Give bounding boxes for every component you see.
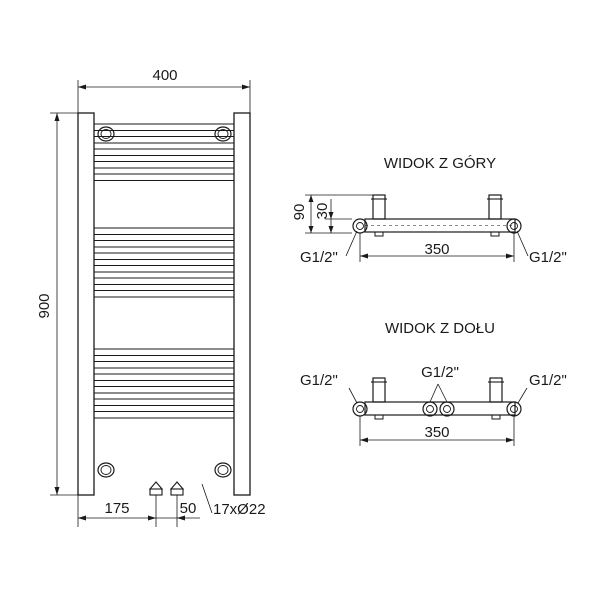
dimension-height: 900 bbox=[36, 112, 78, 496]
bottom-view-left-thread: G1/2" bbox=[300, 372, 358, 404]
bottom-view-center-thread: G1/2" bbox=[421, 364, 459, 403]
top-left-thread-label: G1/2" bbox=[300, 249, 338, 266]
bottom-view: WIDOK Z DOŁU bbox=[300, 320, 567, 446]
bottom-spacing-label: 350 bbox=[424, 424, 449, 441]
top-view-left-thread: G1/2" bbox=[300, 230, 358, 266]
top-depth-total-label: 90 bbox=[291, 204, 308, 221]
bottom-right-bracket bbox=[214, 462, 232, 478]
top-view-left-mount bbox=[371, 194, 387, 237]
top-view-right-port bbox=[506, 218, 522, 234]
top-depth-pipe-label: 30 bbox=[314, 203, 331, 220]
valve-spacing-label: 50 bbox=[180, 500, 197, 517]
top-right-bracket bbox=[214, 126, 232, 142]
top-right-thread-label: G1/2" bbox=[529, 249, 567, 266]
top-view-depth-dimensions: 90 30 bbox=[291, 194, 373, 234]
top-view-right-thread: G1/2" bbox=[516, 230, 567, 266]
tube bbox=[93, 136, 235, 144]
bottom-view-spacing-dimension: 350 bbox=[359, 416, 515, 446]
tube bbox=[93, 290, 235, 298]
right-collector bbox=[233, 112, 251, 496]
bottom-view-left-mount bbox=[371, 377, 387, 420]
top-view-spacing-dimension: 350 bbox=[359, 233, 515, 262]
bottom-right-thread-label: G1/2" bbox=[529, 372, 567, 389]
tube bbox=[93, 265, 235, 273]
tube bbox=[93, 240, 235, 248]
tube bbox=[93, 398, 235, 406]
tube bbox=[93, 373, 235, 381]
bottom-view-bar bbox=[364, 401, 516, 416]
tube bbox=[93, 361, 235, 369]
horizontal-tubes bbox=[93, 123, 235, 419]
top-spacing-label: 350 bbox=[424, 241, 449, 258]
bottom-view-right-thread: G1/2" bbox=[517, 372, 567, 404]
bottom-left-thread-label: G1/2" bbox=[300, 372, 338, 389]
tube bbox=[93, 148, 235, 156]
tube bbox=[93, 173, 235, 181]
bottom-view-supply-port-right bbox=[439, 401, 455, 417]
front-view: 400 900 175 50 17xØ22 bbox=[36, 67, 266, 527]
right-valve bbox=[169, 481, 185, 496]
bottom-view-supply-port-left bbox=[422, 401, 438, 417]
tube bbox=[93, 227, 235, 235]
tube bbox=[93, 277, 235, 285]
tube bbox=[93, 386, 235, 394]
dimension-width: 400 bbox=[77, 67, 251, 113]
top-view-title: WIDOK Z GÓRY bbox=[384, 155, 496, 172]
left-collector bbox=[77, 112, 95, 496]
tube bbox=[93, 411, 235, 419]
tube-spec-leader: 17xØ22 bbox=[201, 483, 266, 518]
left-valve bbox=[148, 481, 164, 496]
dimension-bottom: 175 50 bbox=[77, 495, 200, 527]
bottom-left-bracket bbox=[97, 462, 115, 478]
tube-spec-label: 17xØ22 bbox=[213, 501, 266, 518]
top-view: WIDOK Z GÓRY bbox=[291, 155, 567, 266]
tube bbox=[93, 161, 235, 169]
tube bbox=[93, 252, 235, 260]
bottom-view-right-port bbox=[506, 401, 522, 417]
bottom-view-title: WIDOK Z DOŁU bbox=[385, 320, 495, 337]
height-label: 900 bbox=[36, 293, 53, 318]
tube bbox=[93, 348, 235, 356]
top-view-right-mount bbox=[487, 194, 503, 237]
bottom-view-right-mount bbox=[488, 377, 504, 420]
width-label: 400 bbox=[152, 67, 177, 84]
tube bbox=[93, 123, 235, 131]
left-offset-label: 175 bbox=[104, 500, 129, 517]
bottom-center-thread-label: G1/2" bbox=[421, 364, 459, 381]
top-left-bracket bbox=[97, 126, 115, 142]
